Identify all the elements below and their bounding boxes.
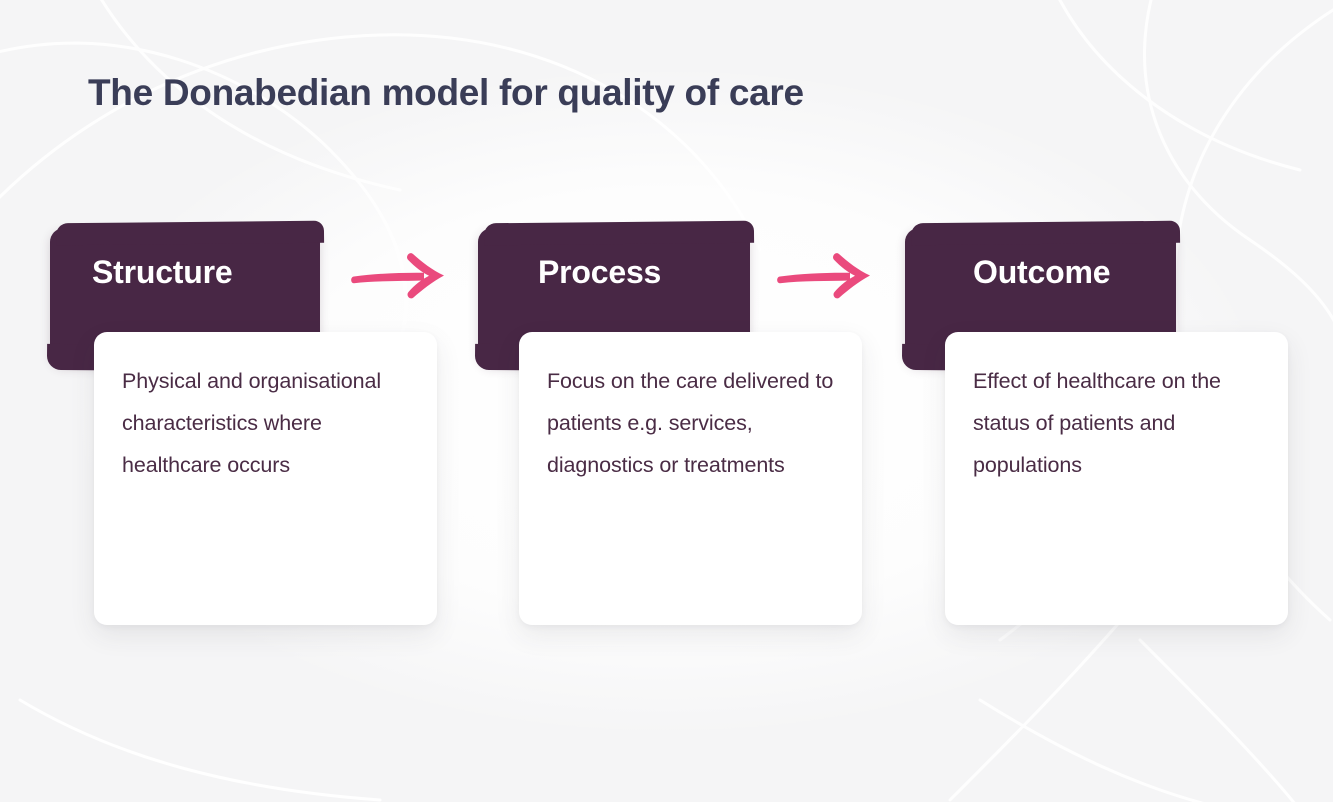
- step-card-structure[interactable]: Physical and organisational characterist…: [94, 332, 437, 625]
- step-description-structure: Physical and organisational characterist…: [122, 369, 382, 477]
- arrow-right-icon-structure-to-process: [351, 253, 444, 299]
- step-description-outcome: Effect of healthcare on the status of pa…: [973, 369, 1221, 477]
- step-card-outcome[interactable]: Effect of healthcare on the status of pa…: [945, 332, 1288, 625]
- step-card-process[interactable]: Focus on the care delivered to patients …: [519, 332, 862, 625]
- step-header-label-process: Process: [538, 254, 662, 290]
- step-description-process: Focus on the care delivered to patients …: [547, 369, 834, 477]
- arrow-right-icon-process-to-outcome: [777, 253, 870, 299]
- step-header-label-structure: Structure: [92, 254, 233, 290]
- step-header-label-outcome: Outcome: [973, 254, 1111, 290]
- page-title: The Donabedian model for quality of care: [88, 72, 804, 113]
